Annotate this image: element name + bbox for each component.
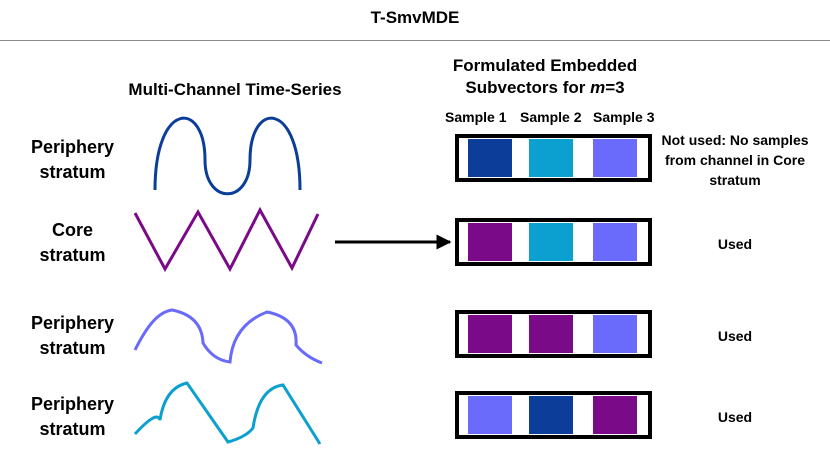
- sample-label-2: Sample 2: [520, 109, 582, 125]
- right-header-var: m: [590, 78, 606, 97]
- waveform-sawtooth-row4: [133, 381, 322, 445]
- row1-sample2-square: [529, 139, 573, 177]
- row4-sample1-square: [468, 396, 512, 434]
- row2-sample3-square: [593, 223, 637, 261]
- row3-label: Periphery stratum: [10, 311, 135, 361]
- row4-sample2-square: [529, 396, 573, 434]
- row1-status: Not used: No samples from channel in Cor…: [661, 132, 809, 188]
- right-column-header: Formulated Embedded Subvectors for m=3: [420, 55, 670, 99]
- row3-label-line1: Periphery: [30, 313, 115, 333]
- sample-label-3: Sample 3: [593, 109, 655, 125]
- right-header-line2: Subvectors for m=3: [420, 77, 670, 99]
- row4-label-line1: Periphery: [30, 394, 115, 414]
- row2-sample1-square: [468, 223, 512, 261]
- row4-label: Periphery stratum: [10, 392, 135, 442]
- figure-title: T-SmvMDE: [370, 8, 460, 27]
- row4-sample3-square: [593, 396, 637, 434]
- waveform-sine-row1: [153, 116, 302, 196]
- row3-status: Used: [717, 328, 753, 344]
- row2-label-line2: stratum: [39, 245, 106, 265]
- row3-sample3-square: [593, 315, 637, 353]
- row3-sample1-square: [468, 315, 512, 353]
- row2-label-line1: Core: [51, 220, 93, 240]
- row1-sample3-square: [593, 139, 637, 177]
- row1-label: Periphery stratum: [10, 135, 135, 185]
- sample-label-1: Sample 1: [445, 109, 507, 125]
- row2-status: Used: [717, 236, 753, 252]
- row2-label: Core stratum: [10, 218, 135, 268]
- row1-sample1-square: [468, 139, 512, 177]
- row3-sample2-square: [529, 315, 573, 353]
- waveform-triangle-row2: [133, 206, 320, 273]
- row1-label-line1: Periphery: [30, 137, 115, 157]
- row4-status: Used: [717, 409, 753, 425]
- left-column-header: Multi-Channel Time-Series: [128, 80, 342, 99]
- waveform-scallop-row3: [133, 308, 323, 365]
- title-divider: [0, 40, 830, 41]
- row4-label-line2: stratum: [39, 419, 106, 439]
- right-header-prefix: Subvectors for: [465, 78, 591, 97]
- row3-label-line2: stratum: [39, 338, 106, 358]
- row2-sample2-square: [529, 223, 573, 261]
- row1-label-line2: stratum: [39, 162, 106, 182]
- right-header-suffix: =3: [605, 78, 625, 97]
- right-header-line1: Formulated Embedded: [452, 56, 638, 75]
